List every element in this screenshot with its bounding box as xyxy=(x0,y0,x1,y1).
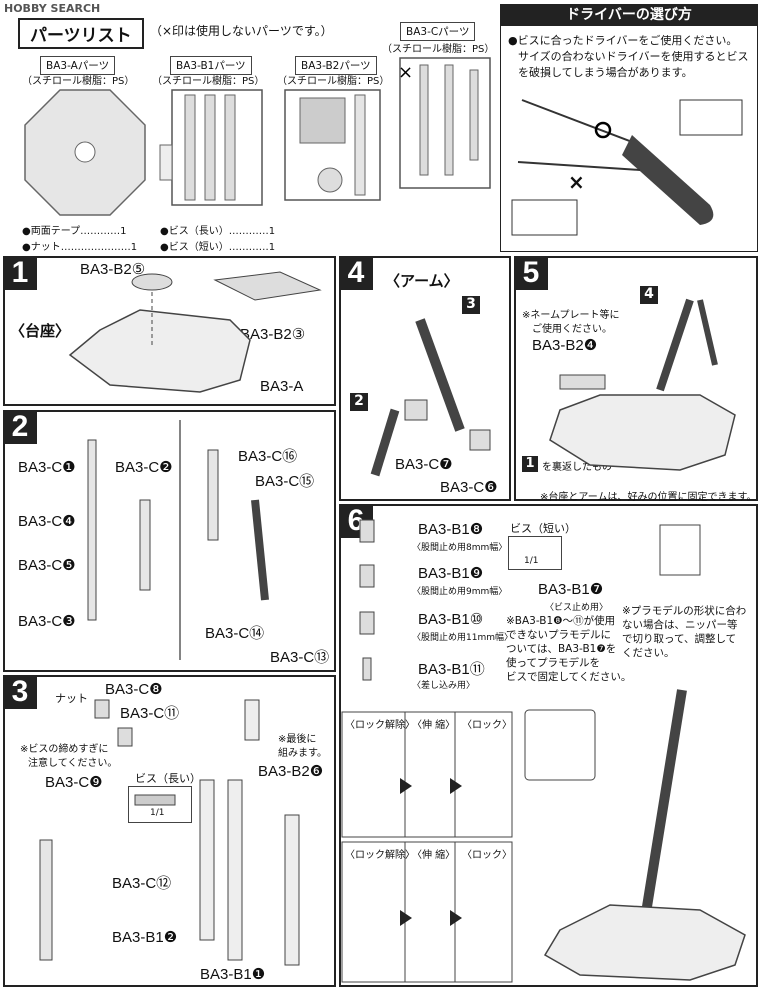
lock-release-label-1: 〈ロック解除〉 xyxy=(345,720,415,731)
ba3b1-label: BA3-B1パーツ xyxy=(170,56,252,75)
step6-b1-11: BA3-B1⑪ xyxy=(418,661,485,678)
step3-part-b1-2: BA3-B1❷ xyxy=(112,929,178,946)
step2-panel xyxy=(3,410,336,672)
step4-part-c6: BA3-C❻ xyxy=(440,479,498,496)
step2-part-c16: BA3-C⑯ xyxy=(238,448,298,465)
step5-tag-4: 4 xyxy=(640,286,658,304)
ba3c-material: （スチロール樹脂：PS） xyxy=(382,44,495,55)
step5-number: 5 xyxy=(514,256,548,290)
lock-release-label-2: 〈ロック解除〉 xyxy=(345,850,415,861)
step3-screw-box xyxy=(128,786,192,823)
step3-screw-label: ビス（長い） xyxy=(135,772,201,785)
step2-part-c4: BA3-C❹ xyxy=(18,513,76,530)
step2-part-c15: BA3-C⑮ xyxy=(255,473,315,490)
step3-part-c9: BA3-C❾ xyxy=(45,774,103,791)
step3-part-c8: BA3-C❽ xyxy=(105,681,163,698)
step6-b1-9-sub: 〈股間止め用9mm幅〉 xyxy=(412,587,508,597)
step1-part-b2-3: BA3-B2③ xyxy=(240,326,306,343)
step2-part-c13: BA3-C⑬ xyxy=(270,649,330,666)
step2-part-c2: BA3-C❷ xyxy=(115,459,173,476)
step6-b1-7: BA3-B1❼ xyxy=(538,581,604,598)
extend-label-1: 〈伸 縮〉 xyxy=(412,720,456,731)
step2-part-c5: BA3-C❺ xyxy=(18,557,76,574)
step2-number: 2 xyxy=(3,410,37,444)
step2-part-c3: BA3-C❸ xyxy=(18,613,76,630)
parts-list-title: パーツリスト xyxy=(18,18,144,49)
ba3b2-material: （スチロール樹脂：PS） xyxy=(277,76,390,87)
step3-warn-1: ※ビスの締めすぎに xyxy=(20,744,109,755)
lock-label-2: 〈ロック〉 xyxy=(462,850,512,861)
step3-warn-2: 注意してください。 xyxy=(28,758,118,769)
lock-label-1: 〈ロック〉 xyxy=(462,720,512,731)
step5-note-1: ※ネームプレート等に xyxy=(522,310,620,321)
ba3c-label: BA3-Cパーツ xyxy=(400,22,476,41)
step3-screw-ratio: 1/1 xyxy=(150,808,165,818)
step6-b1-11-sub: 〈差し込み用〉 xyxy=(412,681,476,691)
step2-part-c14: BA3-C⑭ xyxy=(205,625,265,642)
step3-nut: ナット xyxy=(55,692,88,705)
driver-title: ドライバーの選び方 xyxy=(500,4,758,26)
ba3b1-material: （スチロール樹脂：PS） xyxy=(152,76,265,87)
step3-part-b2-6: BA3-B2❻ xyxy=(258,763,324,780)
step4-number: 4 xyxy=(339,256,373,290)
step3-part-c12: BA3-C⑫ xyxy=(112,875,172,892)
step1-part-b2-5: BA3-B2⑤ xyxy=(80,261,146,278)
svg-text:×: × xyxy=(398,62,413,83)
step6-b1-10-sub: 〈股間止め用11mm幅〉 xyxy=(412,633,513,643)
step6-b1-10: BA3-B1⑩ xyxy=(418,611,484,628)
step3-last-1: ※最後に xyxy=(278,734,317,745)
step5-fix-note: ※台座とアームは、好みの位置に固定できます。 xyxy=(540,492,757,503)
parts-list-note: （×印は使用しないパーツです。） xyxy=(150,24,333,38)
step1-base-label: 〈台座〉 xyxy=(10,323,71,340)
step6-adjust-note: ※プラモデルの形状に合わない場合は、ニッパー等で切り取って、調整してください。 xyxy=(622,605,747,659)
step3-part-c11: BA3-C⑪ xyxy=(120,705,180,722)
step6-b1-9: BA3-B1❾ xyxy=(418,565,484,582)
extend-label-2: 〈伸 縮〉 xyxy=(412,850,456,861)
logo: HOBBY SEARCH xyxy=(4,2,101,15)
step3-panel xyxy=(3,675,336,987)
extra-screw-long: ●ビス（長い）…………1 xyxy=(160,226,276,237)
step4-part-c7: BA3-C❼ xyxy=(395,456,453,473)
step3-last-2: 組みます。 xyxy=(278,748,327,759)
ba3a-label: BA3-Aパーツ xyxy=(40,56,116,75)
step3-number: 3 xyxy=(3,675,37,709)
step5-note-2: ご使用ください。 xyxy=(532,324,612,335)
step4-arm-label: 〈アーム〉 xyxy=(385,273,459,290)
step6-screw-ratio: 1/1 xyxy=(524,556,539,566)
step4-panel xyxy=(339,256,511,501)
extra-nut: ●ナット…………………1 xyxy=(22,242,138,253)
driver-bullet-2b: を破損してしまう場合があります。 xyxy=(518,66,693,79)
step6-screw-label: ビス（短い） xyxy=(510,522,576,535)
ba3a-material: （スチロール樹脂：PS） xyxy=(22,76,135,87)
step6-b1-8: BA3-B1❽ xyxy=(418,521,484,538)
ba3b2-label: BA3-B2パーツ xyxy=(295,56,377,75)
step6-b1-7-sub: 〈ビス止め用〉 xyxy=(545,603,609,613)
step6-b1-8-sub: 〈股間止め用8mm幅〉 xyxy=(412,543,508,553)
step6-b7-note: ※BA3-B1❽～⑪が使用できないプラモデルについては、BA3-B1❼を 使って… xyxy=(506,615,632,683)
step2-part-c1: BA3-C❶ xyxy=(18,459,76,476)
step5-done-num: 1 xyxy=(522,456,538,472)
step4-tag-3: 3 xyxy=(462,296,480,314)
step4-tag-2: 2 xyxy=(350,393,368,411)
step3-part-b1-1: BA3-B1❶ xyxy=(200,966,266,983)
extra-tape: ●両面テープ…………1 xyxy=(22,226,127,237)
driver-ng-mark: × xyxy=(568,170,585,194)
step5-done-text: を裏返したもの xyxy=(542,462,612,473)
driver-bullet-1: ●ビスに合ったドライバーをご使用ください。 xyxy=(508,34,738,47)
extra-screw-short: ●ビス（短い）…………1 xyxy=(160,242,276,253)
step5-part-b2-4: BA3-B2❹ xyxy=(532,337,598,354)
driver-bullet-2a: サイズの合わないドライバーを使用するとビス xyxy=(518,50,749,63)
step1-number: 1 xyxy=(3,256,37,290)
step6-screw-box xyxy=(508,536,562,570)
step1-part-a: BA3-A xyxy=(260,378,304,395)
